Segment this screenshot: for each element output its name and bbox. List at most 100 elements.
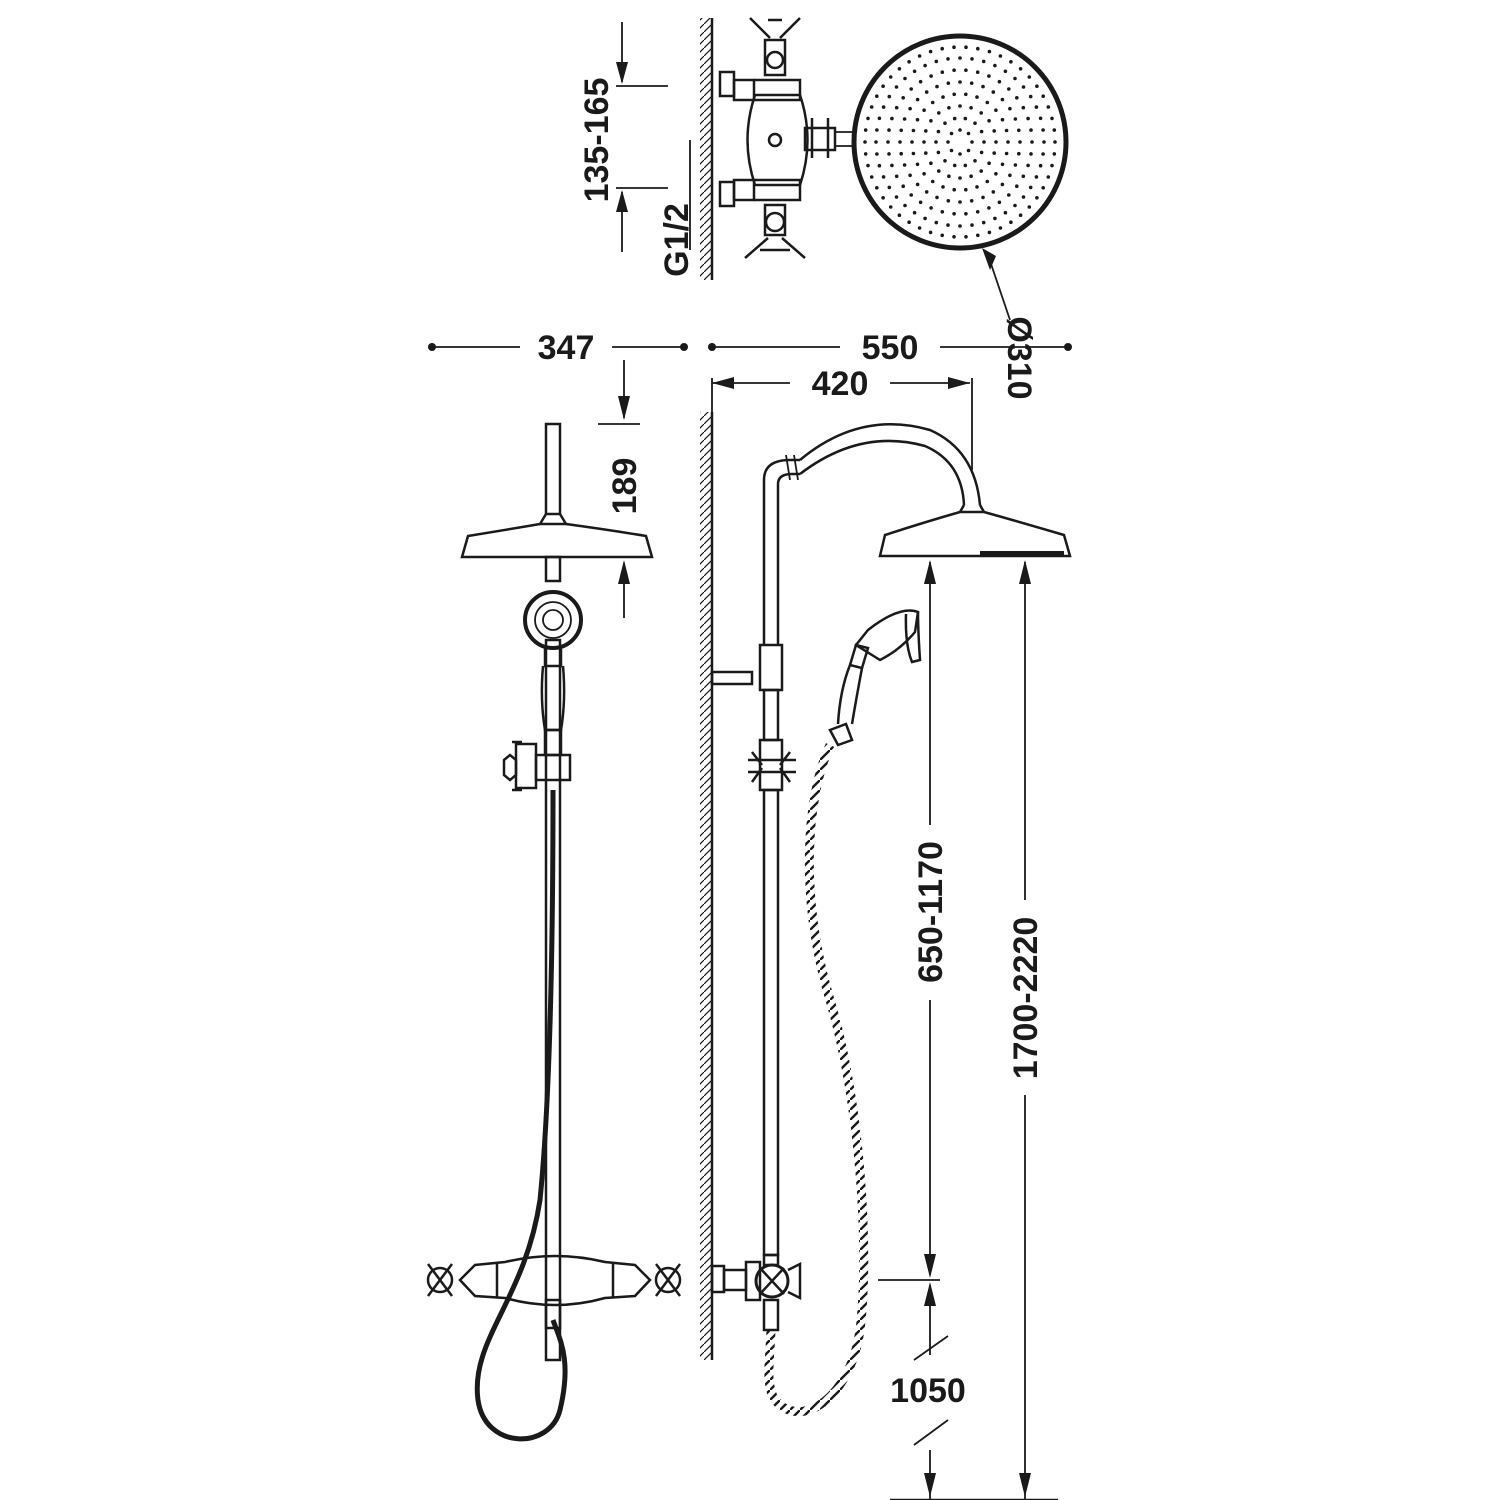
nozzle-dot — [890, 116, 894, 121]
nozzle-dot — [922, 172, 926, 176]
nozzle-dot — [937, 111, 941, 115]
nozzle-dot — [929, 161, 933, 165]
nozzle-dot — [874, 140, 878, 144]
nozzle-dot — [875, 128, 879, 132]
nozzle-dot — [1021, 174, 1026, 179]
nozzle-dot — [897, 213, 902, 217]
nozzle-dot — [1000, 162, 1005, 167]
wall-section-side — [700, 412, 712, 1360]
nozzle-dot — [881, 196, 885, 200]
nozzle-dot — [934, 59, 939, 64]
nozzle-dot — [952, 68, 956, 72]
nozzle-dot — [901, 184, 905, 188]
nozzle-dot — [964, 92, 968, 97]
nozzle-dot — [929, 74, 933, 78]
nozzle-dot — [935, 195, 939, 200]
nozzle-dot — [934, 220, 939, 225]
nozzle-dot — [964, 212, 968, 216]
nozzle-dot — [993, 216, 997, 221]
nozzle-dot — [1041, 128, 1045, 132]
nozzle-dot — [979, 169, 983, 173]
nozzle-dot — [910, 140, 914, 144]
nozzle-dot — [1013, 163, 1018, 167]
nozzle-dot — [903, 76, 907, 81]
nozzle-dot — [952, 116, 957, 121]
nozzle-dot — [946, 140, 950, 144]
nozzle-dot — [958, 176, 962, 180]
nozzle-dot — [940, 210, 945, 214]
nozzle-dot — [997, 79, 1002, 84]
nozzle-dot — [1004, 151, 1009, 156]
nozzle-dot — [930, 179, 935, 184]
nozzle-dot — [981, 84, 985, 89]
nozzle-dot — [894, 195, 899, 199]
nozzle-dot — [985, 179, 990, 184]
nozzle-dot — [966, 131, 971, 136]
dimension-connection-spacing: 135-165 — [578, 22, 668, 252]
nozzle-dot — [1013, 76, 1017, 81]
nozzle-dot — [899, 151, 903, 156]
wall-section-top — [700, 18, 712, 280]
nozzle-dot — [966, 148, 971, 153]
nozzle-dot — [922, 140, 926, 144]
nozzle-dot — [877, 116, 882, 121]
nozzle-dot — [909, 193, 913, 197]
nozzle-dot — [941, 185, 945, 189]
nozzle-dot — [875, 152, 879, 156]
nozzle-dot — [1029, 128, 1033, 132]
nozzle-dot — [937, 169, 941, 173]
nozzle-dot — [875, 186, 879, 190]
nozzle-dot — [869, 175, 874, 179]
front-view: 189 — [426, 360, 682, 1442]
nozzle-dot — [1034, 105, 1039, 109]
nozzle-dot — [998, 226, 1003, 230]
label-head-diameter: Ø310 — [1000, 316, 1038, 399]
nozzle-dot — [952, 235, 956, 239]
nozzle-dot — [993, 63, 997, 68]
nozzle-dot — [877, 163, 882, 168]
nozzle-dot — [924, 90, 929, 94]
nozzle-dot — [915, 182, 920, 187]
nozzle-dot — [979, 150, 984, 155]
label-connection-spacing: 135-165 — [578, 78, 616, 203]
nozzle-dot — [975, 185, 979, 189]
nozzle-dot — [936, 150, 941, 155]
label-thread-size: G1/2 — [658, 203, 696, 277]
label-mixer-height: 1050 — [890, 1372, 966, 1410]
nozzle-dot — [940, 233, 944, 238]
side-view: 650-1170 1700-2220 1050 — [700, 412, 1072, 1500]
nozzle-dot — [992, 129, 996, 133]
nozzle-dot — [1015, 184, 1019, 188]
nozzle-dot — [929, 119, 933, 123]
nozzle-dot — [947, 174, 951, 178]
nozzle-dot — [894, 105, 899, 110]
nozzle-dot — [887, 128, 891, 132]
nozzle-dot — [881, 175, 886, 179]
nozzle-dot — [1007, 193, 1011, 197]
nozzle-dot — [899, 128, 903, 133]
nozzle-dot — [969, 106, 973, 110]
nozzle-dot — [1007, 87, 1011, 91]
dimension-mixer-height: 1050 — [878, 1279, 966, 1500]
nozzle-dot — [1018, 140, 1022, 144]
nozzle-dot — [924, 129, 928, 133]
nozzle-dot — [979, 129, 984, 134]
nozzle-dot — [952, 163, 957, 168]
nozzle-dot — [881, 84, 885, 88]
nozzle-dot — [998, 54, 1003, 58]
nozzle-dot — [975, 210, 980, 214]
dimension-head-height: 189 — [598, 360, 644, 618]
nozzle-dot — [1026, 163, 1030, 168]
nozzle-dot — [958, 128, 962, 132]
nozzle-dot — [1004, 128, 1009, 133]
nozzle-dot — [964, 45, 968, 49]
nozzle-dot — [1018, 67, 1023, 71]
label-total-height: 1700-2220 — [1007, 917, 1045, 1080]
nozzle-dot — [866, 116, 870, 121]
nozzle-dot — [924, 190, 929, 194]
nozzle-dot — [994, 108, 998, 112]
label-side-depth: 550 — [862, 329, 919, 367]
nozzle-dot — [936, 129, 941, 134]
nozzle-dot — [902, 163, 907, 167]
nozzle-dot — [946, 81, 951, 85]
